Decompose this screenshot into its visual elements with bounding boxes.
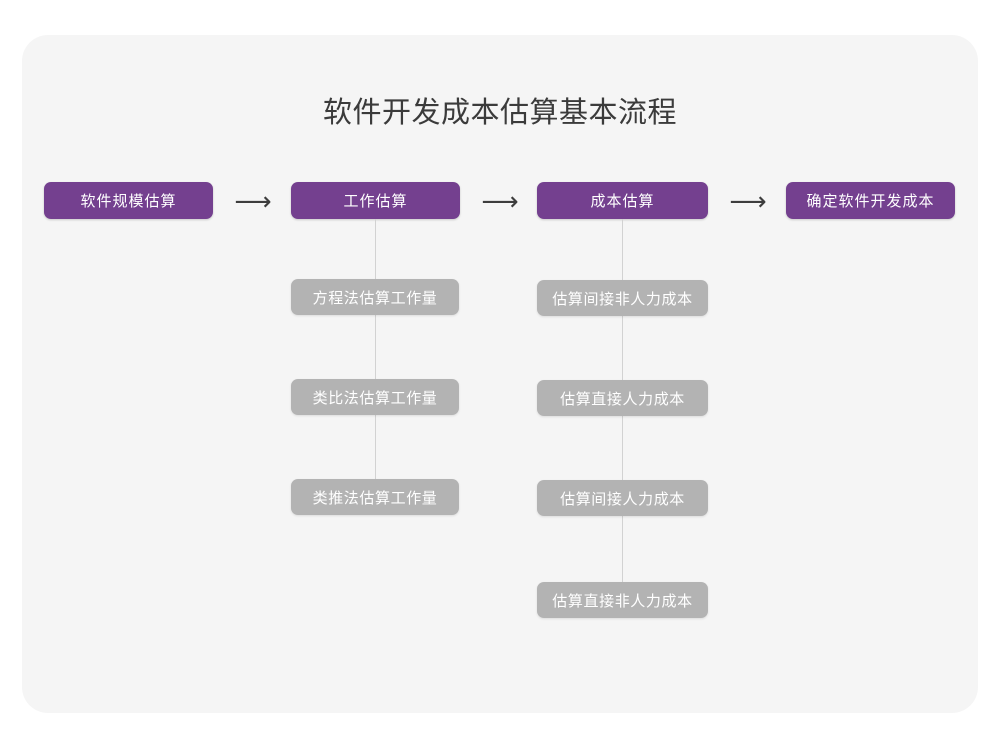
diagram-card — [22, 35, 978, 713]
page-title: 软件开发成本估算基本流程 — [322, 97, 677, 129]
arrow-right-icon-3: ⟶ — [729, 186, 767, 216]
sub-node-direct-labor-cost[interactable]: 估算直接人力成本 — [537, 380, 708, 416]
connector-stage2-sub1-to-sub2 — [375, 315, 376, 379]
sub-node-analogy-method-workload[interactable]: 类比法估算工作量 — [291, 379, 459, 415]
sub-node-label: 估算直接人力成本 — [560, 390, 685, 408]
sub-node-indirect-labor-cost[interactable]: 估算间接人力成本 — [537, 480, 708, 516]
connector-stage2-sub2-to-sub3 — [375, 415, 376, 479]
stage-node-software-scale-estimation[interactable]: 软件规模估算 — [44, 182, 213, 219]
sub-node-analogical-method-workload[interactable]: 类推法估算工作量 — [291, 479, 459, 515]
sub-node-label: 估算间接非人力成本 — [552, 290, 693, 308]
sub-node-label: 估算直接非人力成本 — [552, 592, 693, 610]
stage-node-work-estimation[interactable]: 工作估算 — [291, 182, 460, 219]
stage-node-label: 工作估算 — [343, 193, 408, 210]
connector-stage2-to-sub1 — [375, 219, 376, 279]
sub-node-indirect-nonlabor-cost[interactable]: 估算间接非人力成本 — [537, 280, 708, 316]
sub-node-label: 类比法估算工作量 — [312, 389, 438, 407]
sub-node-label: 估算间接人力成本 — [560, 490, 685, 508]
stage-node-cost-estimation[interactable]: 成本估算 — [537, 182, 708, 219]
sub-node-direct-nonlabor-cost[interactable]: 估算直接非人力成本 — [537, 582, 708, 618]
connector-stage3-sub1-to-sub2 — [622, 316, 623, 380]
sub-node-equation-method-workload[interactable]: 方程法估算工作量 — [291, 279, 459, 315]
arrow-right-icon-1: ⟶ — [234, 186, 272, 216]
stage-node-label: 确定软件开发成本 — [806, 193, 935, 210]
connector-stage3-sub2-to-sub3 — [622, 416, 623, 480]
sub-node-label: 方程法估算工作量 — [312, 289, 438, 307]
connector-stage3-to-sub1 — [622, 219, 623, 280]
arrow-right-icon-2: ⟶ — [481, 186, 519, 216]
connector-stage3-sub3-to-sub4 — [622, 516, 623, 582]
sub-node-label: 类推法估算工作量 — [312, 489, 438, 507]
stage-node-label: 软件规模估算 — [80, 193, 177, 210]
stage-node-label: 成本估算 — [590, 193, 655, 210]
stage-node-determine-development-cost[interactable]: 确定软件开发成本 — [786, 182, 955, 219]
